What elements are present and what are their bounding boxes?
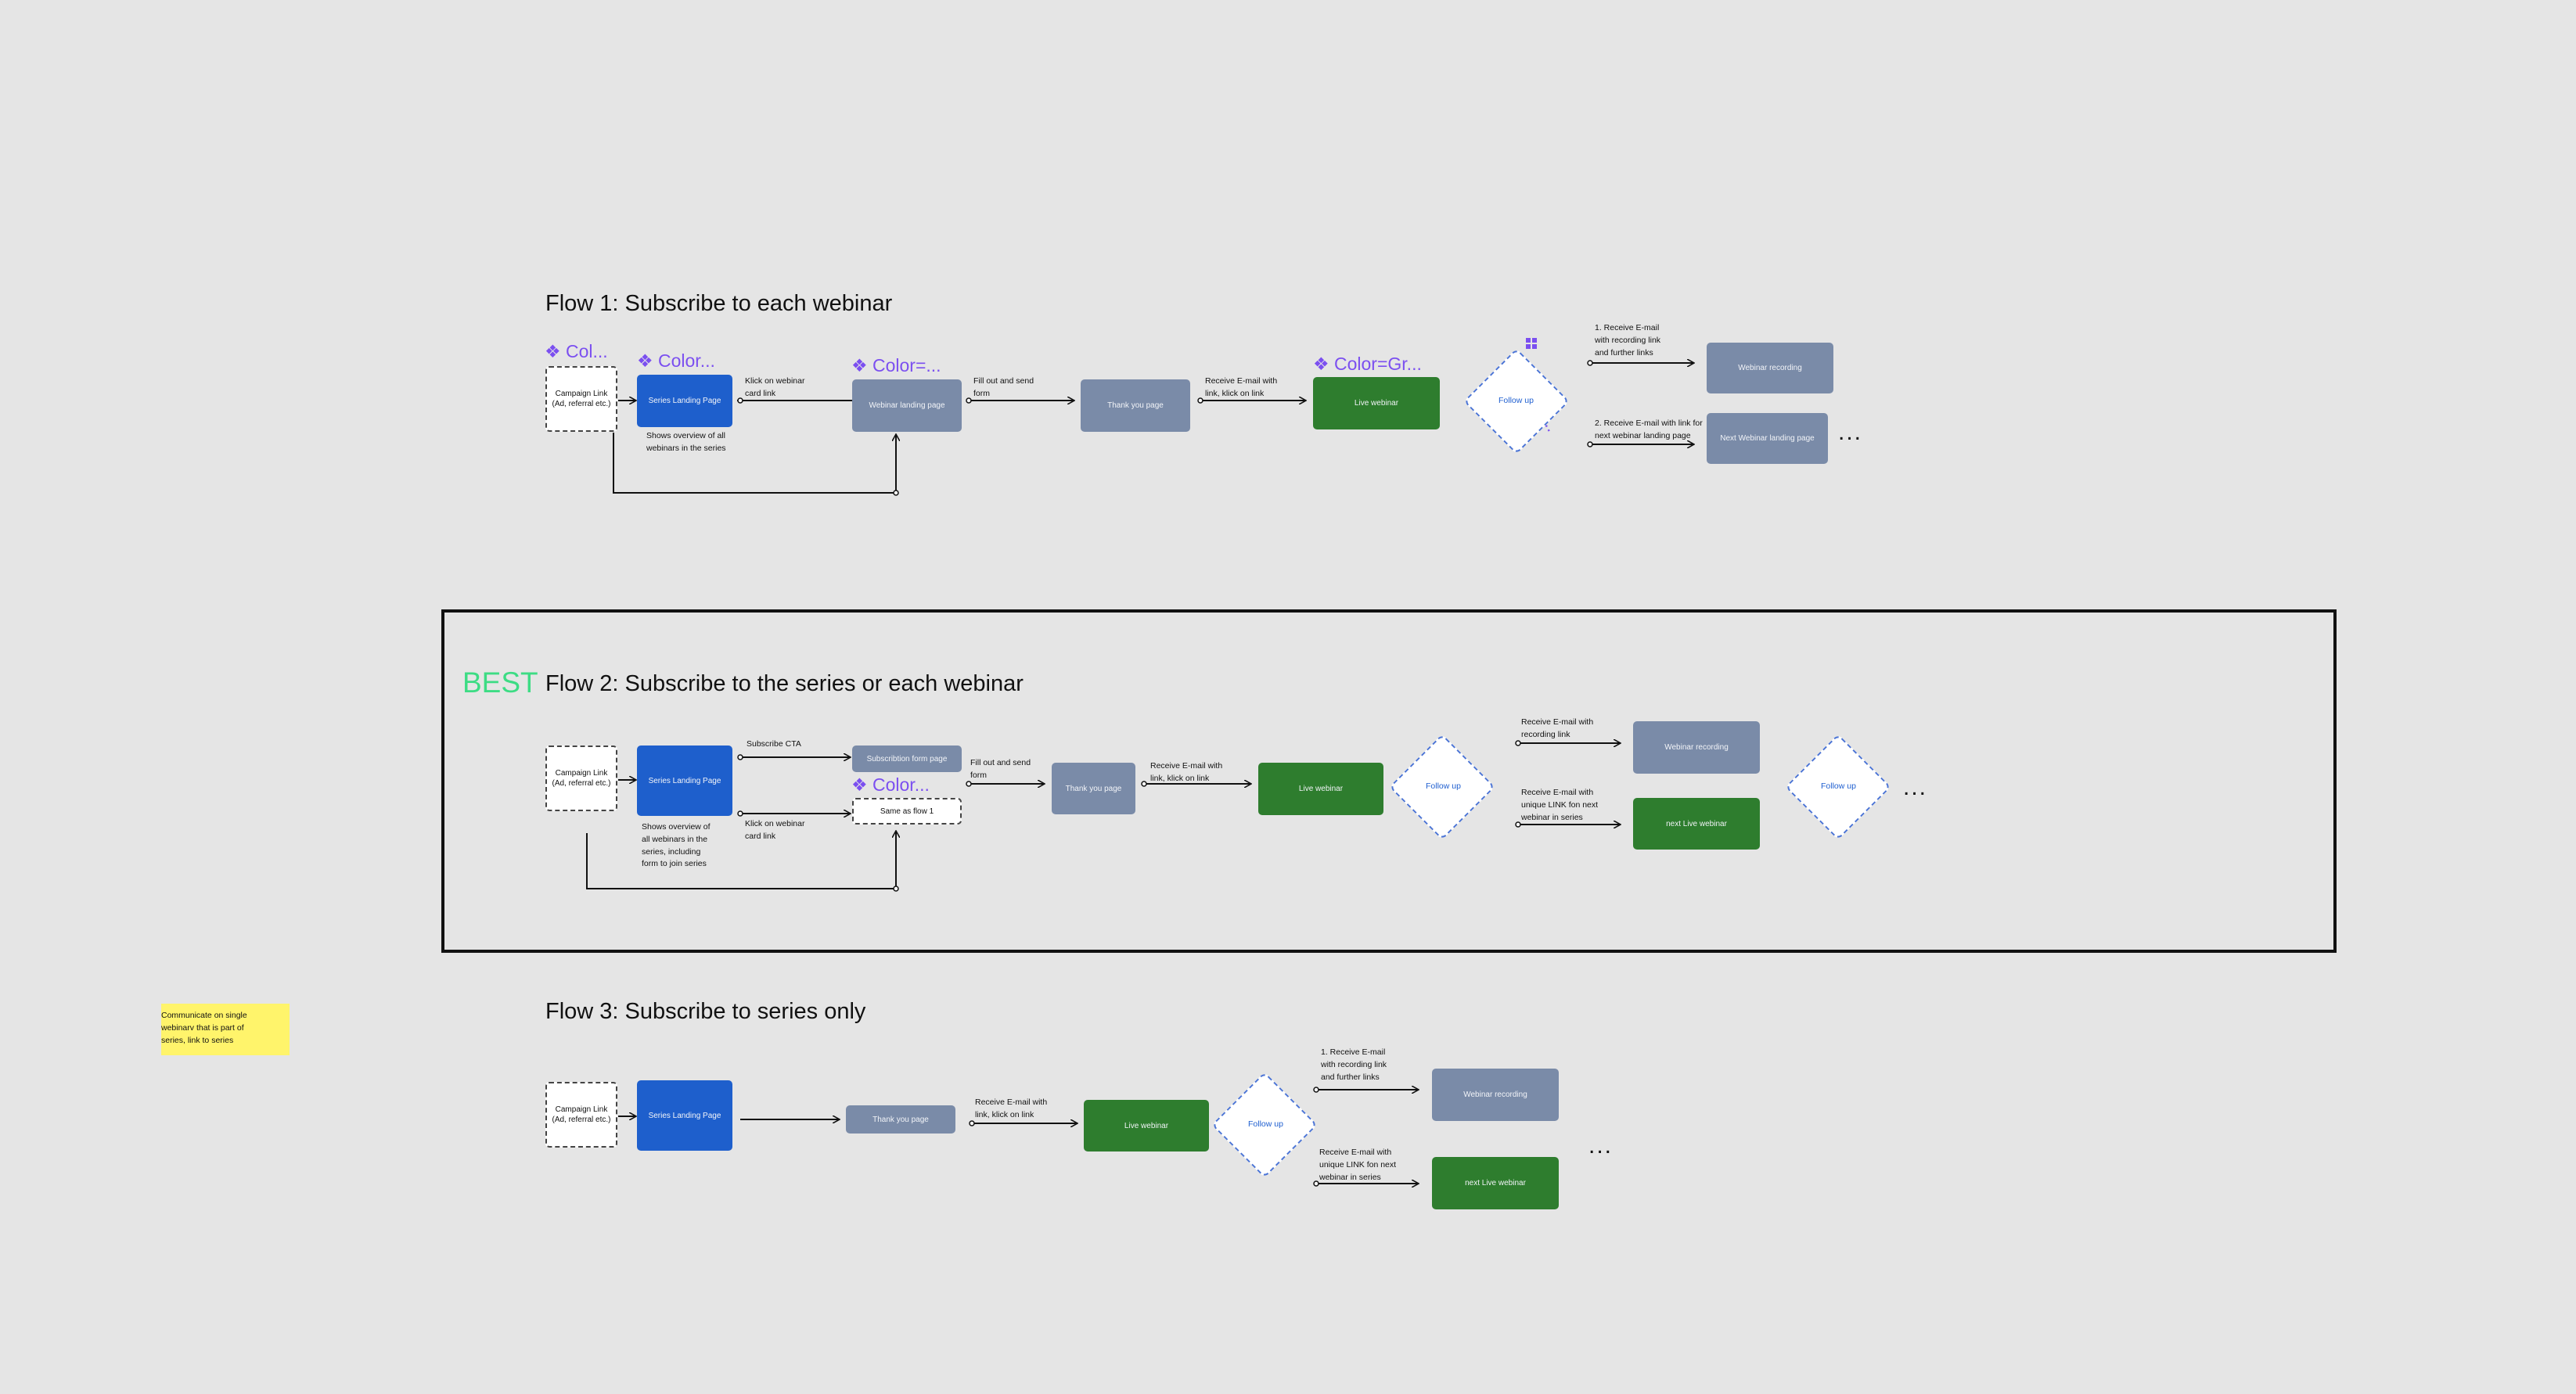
- connector-dot: [1197, 397, 1203, 404]
- connector-dot: [969, 1120, 975, 1126]
- follow-up-label: Follow up: [1248, 1119, 1283, 1129]
- klick-card-label: Klick on webinar card link: [745, 376, 805, 398]
- webinar-recording-node[interactable]: Webinar recording: [1707, 343, 1833, 393]
- same-as-flow1-node[interactable]: Same as flow 1: [852, 798, 962, 825]
- live-webinar-node[interactable]: Live webinar: [1258, 763, 1383, 815]
- flow3-title: Flow 3: Subscribe to series only: [545, 999, 866, 1024]
- thank-you-page-node[interactable]: Thank you page: [1081, 379, 1190, 432]
- follow-up-label: Follow up: [1426, 781, 1461, 791]
- component-label[interactable]: ❖ Color=...: [851, 355, 941, 375]
- thank-you-page-node[interactable]: Thank you page: [846, 1105, 955, 1134]
- klick-card-label: Klick on webinar card link: [745, 819, 805, 841]
- series-landing-page-node[interactable]: Series Landing Page: [637, 375, 732, 427]
- subscription-form-node[interactable]: Subscribtion form page: [852, 746, 962, 772]
- continuation-dots: ...: [1838, 419, 1863, 445]
- series-landing-page-node[interactable]: Series Landing Page: [637, 1080, 732, 1151]
- receive-email-label: Receive E-mail with link, klick on link: [975, 1098, 1048, 1119]
- receive-next-label: 2. Receive E-mail with link for next web…: [1595, 419, 1703, 440]
- component-label[interactable]: ❖ Col...: [545, 341, 608, 361]
- follow-up-label: Follow up: [1821, 781, 1856, 791]
- connector-dot: [1587, 441, 1593, 447]
- arrow: [586, 832, 896, 889]
- series-note: Shows overview of all webinars in the se…: [642, 822, 711, 869]
- connector-dot: [1587, 360, 1593, 366]
- connector-dot: [1515, 740, 1521, 746]
- connector-dot: [1141, 781, 1147, 787]
- next-live-webinar-node[interactable]: next Live webinar: [1633, 798, 1760, 850]
- receive-recording-label: 1. Receive E-mail with recording link an…: [1595, 323, 1661, 357]
- subscribe-cta-label: Subscribe CTA: [747, 739, 801, 749]
- best-flow-frame[interactable]: [441, 609, 2337, 953]
- connector-dot: [1515, 821, 1521, 828]
- receive-unique-link-label: Receive E-mail with unique LINK fon next…: [1521, 788, 1599, 822]
- sticky-note[interactable]: Communicate on single webinarv that is p…: [161, 1004, 290, 1055]
- follow-up-label: Follow up: [1498, 396, 1534, 405]
- campaign-link-node[interactable]: Campaign Link (Ad, referral etc.): [545, 366, 617, 432]
- component-label[interactable]: ❖ Color...: [637, 350, 715, 371]
- webinar-recording-node[interactable]: Webinar recording: [1432, 1069, 1559, 1121]
- connector-dot: [893, 886, 899, 892]
- connector-dot: [1313, 1180, 1319, 1187]
- component-label[interactable]: ❖ Color...: [851, 774, 930, 795]
- arrow: [613, 433, 896, 494]
- series-landing-page-node[interactable]: Series Landing Page: [637, 746, 732, 816]
- webinar-landing-page-node[interactable]: Webinar landing page: [852, 379, 962, 432]
- component-grid-icon: [1526, 338, 1537, 349]
- receive-email-label: Receive E-mail with link, klick on link: [1150, 761, 1223, 783]
- connector-dot: [737, 397, 743, 404]
- thank-you-page-node[interactable]: Thank you page: [1052, 763, 1135, 814]
- best-label: BEST: [462, 666, 538, 699]
- connector-dot: [737, 754, 743, 760]
- continuation-dots: ...: [1903, 774, 1928, 800]
- campaign-link-node[interactable]: Campaign Link (Ad, referral etc.): [545, 746, 617, 811]
- flow2-title: Flow 2: Subscribe to the series or each …: [545, 671, 1024, 696]
- sticky-note-text: Communicate on single webinarv that is p…: [161, 1011, 247, 1045]
- connector-dot: [893, 490, 899, 496]
- receive-unique-link-label: Receive E-mail with unique LINK fon next…: [1319, 1148, 1397, 1182]
- live-webinar-node[interactable]: Live webinar: [1313, 377, 1440, 429]
- series-note: Shows overview of all webinars in the se…: [646, 431, 726, 453]
- fill-out-label: Fill out and send form: [973, 376, 1034, 398]
- connector-dot: [966, 781, 972, 787]
- component-label[interactable]: ❖ Color=Gr...: [1313, 354, 1422, 374]
- receive-recording-label: 1. Receive E-mail with recording link an…: [1321, 1047, 1387, 1082]
- webinar-recording-node[interactable]: Webinar recording: [1633, 721, 1760, 774]
- connector-dot: [1313, 1087, 1319, 1093]
- next-webinar-landing-node[interactable]: Next Webinar landing page: [1707, 413, 1828, 464]
- receive-recording-label: Receive E-mail with recording link: [1521, 717, 1594, 739]
- flow1-title: Flow 1: Subscribe to each webinar: [545, 291, 893, 316]
- live-webinar-node[interactable]: Live webinar: [1084, 1100, 1209, 1151]
- campaign-link-node[interactable]: Campaign Link (Ad, referral etc.): [545, 1082, 617, 1148]
- next-live-webinar-node[interactable]: next Live webinar: [1432, 1157, 1559, 1209]
- connector-dot: [737, 810, 743, 817]
- continuation-dots: ...: [1588, 1133, 1614, 1159]
- connector-dot: [966, 397, 972, 404]
- fill-out-label: Fill out and send form: [970, 758, 1031, 780]
- receive-email-label: Receive E-mail with link, klick on link: [1205, 376, 1278, 398]
